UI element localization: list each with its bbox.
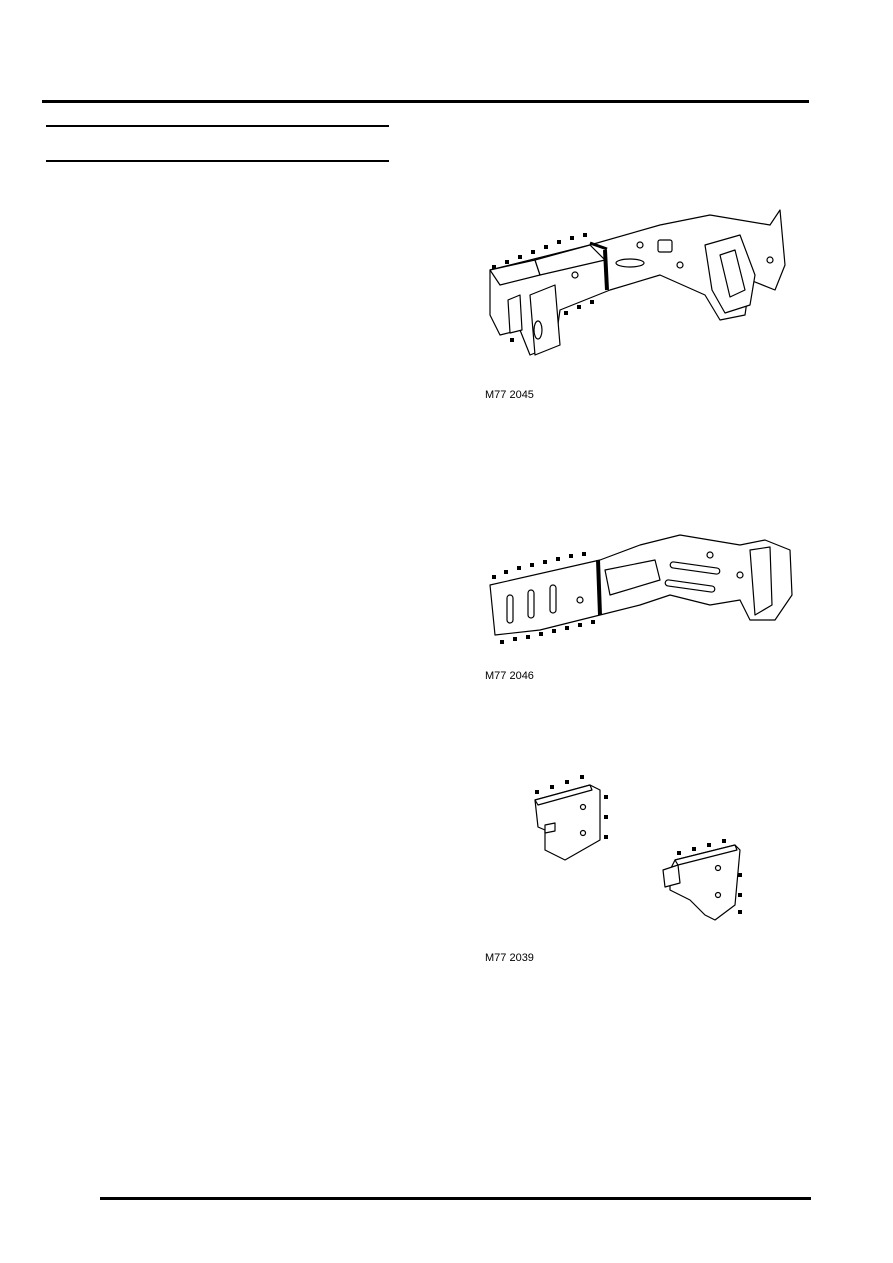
figure-caption-m77-2046: M77 2046 — [485, 670, 534, 682]
closing-plate-pair-illustration — [534, 775, 742, 921]
section-rule-lower — [46, 160, 389, 162]
section-rule-upper — [46, 125, 389, 127]
inner-side-member-panel-illustration — [489, 534, 793, 644]
footer-rule — [100, 1197, 811, 1200]
figure-m77-2046 — [480, 525, 800, 650]
figure-caption-m77-2045: M77 2045 — [485, 389, 534, 401]
figure-m77-2045 — [480, 205, 800, 370]
header-rule-top — [42, 100, 809, 103]
figure-m77-2039 — [520, 765, 750, 930]
front-side-member-assembly-illustration — [489, 209, 786, 356]
figure-caption-m77-2039: M77 2039 — [485, 952, 534, 964]
